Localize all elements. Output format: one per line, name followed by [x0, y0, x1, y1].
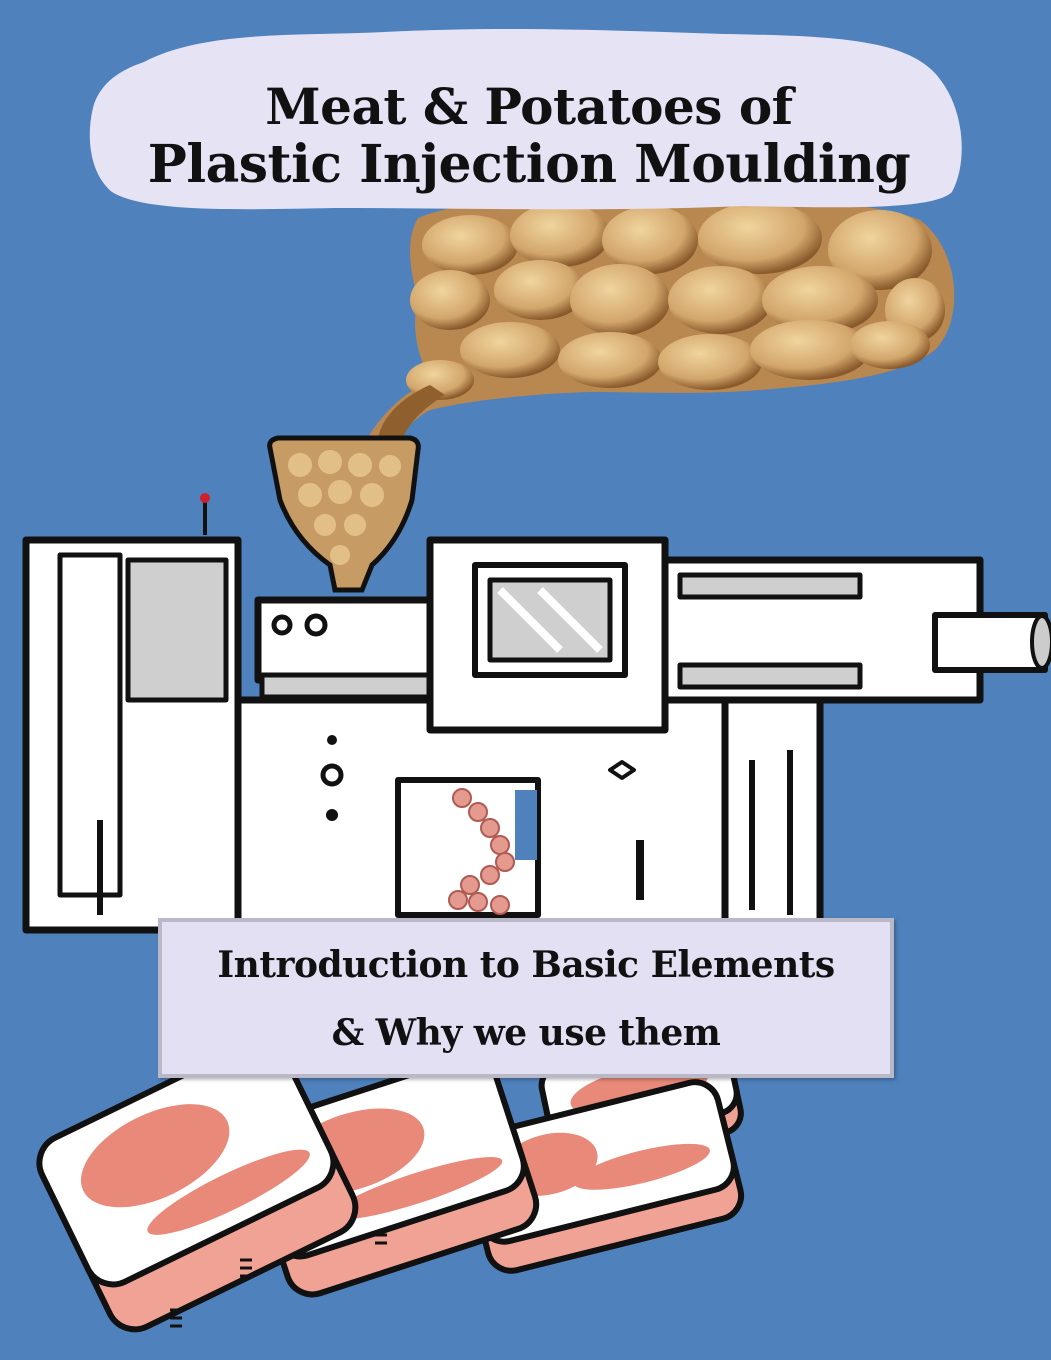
title-cloud: Meat & Potatoes of Plastic Injection Mou…	[84, 22, 974, 212]
title-line-2: Plastic Injection Moulding	[147, 134, 911, 195]
injection-moulding-machine	[22, 493, 1051, 934]
book-title: Meat & Potatoes of Plastic Injection Mou…	[84, 78, 974, 194]
cloud-shape	[89, 28, 962, 210]
subtitle-line-1: Introduction to Basic Elements	[217, 944, 835, 986]
potatoes-image	[360, 201, 955, 458]
title-line-1: Meat & Potatoes of	[265, 77, 793, 136]
subtitle-box: Introduction to Basic Elements & Why we …	[158, 918, 894, 1078]
hopper-funnel	[267, 435, 421, 593]
subtitle-line-2: & Why we use them	[331, 1012, 721, 1054]
